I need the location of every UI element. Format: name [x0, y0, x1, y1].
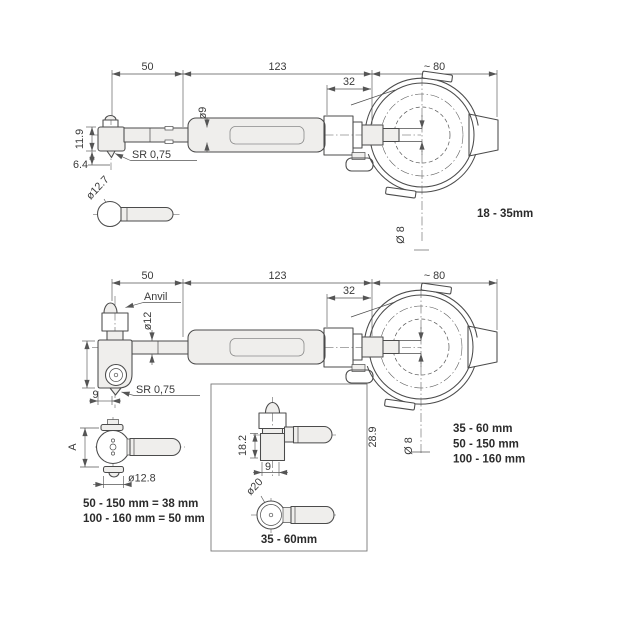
dial-lug-line-top	[350, 89, 396, 106]
sr-label-top: SR 0,75	[132, 149, 171, 161]
gauge-18-35-side-view: 50 123 ~ 80 32	[73, 61, 533, 251]
sr-label-bottom: SR 0,75	[136, 384, 175, 396]
bottom-dimension-lines: 50 123 ~ 80 32	[111, 270, 498, 337]
dim-80-top: ~ 80	[424, 61, 445, 73]
inset-range-label: 35 - 60mm	[261, 534, 317, 546]
range-label-50-150: 50 - 150 mm	[453, 439, 519, 451]
contact-point-view-bottom: A ø12.8	[67, 417, 185, 488]
stem-bottom	[345, 333, 400, 384]
a-value-2: 100 - 160 mm = 50 mm	[83, 513, 205, 525]
range-label-35-60: 35 - 60 mm	[453, 423, 512, 435]
dim-9-bottom: 9	[92, 389, 98, 401]
stem-top	[345, 121, 400, 172]
measuring-head-18-35	[97, 115, 126, 170]
dim-80-bottom: ~ 80	[424, 270, 445, 282]
dim-A: A	[67, 443, 79, 451]
dim-d8-top: Ø 8	[395, 226, 407, 243]
dim-d12: ø12	[142, 312, 154, 331]
dim-d8-bottom: Ø 8	[403, 437, 415, 454]
gauge-35-160-side-view: 50 123 ~ 80 32	[67, 270, 525, 525]
dim-50-top: 50	[141, 61, 153, 73]
dim-d12-8: ø12.8	[128, 473, 156, 485]
dim-123-top: 123	[268, 61, 286, 73]
dial-lug-line-bottom	[350, 301, 396, 318]
body-tube-bottom	[187, 327, 354, 368]
dim-28-9: 28.9	[367, 426, 379, 447]
anvil-assembly	[101, 302, 129, 341]
head-dims-top: 11.9 6.4 ø9 SR 0,75	[73, 107, 210, 171]
range-label-100-160: 100 - 160 mm	[453, 454, 525, 466]
contact-point-view-top: ø12.7	[84, 174, 180, 228]
body-tube-top	[187, 115, 354, 156]
inset-border	[210, 383, 368, 552]
dim-50-bottom: 50	[141, 270, 153, 282]
a-value-1: 50 - 150 mm = 38 mm	[83, 498, 198, 510]
rod-18-35	[123, 126, 191, 144]
inset-35-60-detail: 18.2 9 ø20 35 - 60mm	[210, 383, 368, 552]
dim-18-2: 18.2	[237, 435, 249, 456]
anvil-label: Anvil	[144, 291, 167, 303]
dim-9-inset: 9	[265, 461, 271, 473]
dim-6-4: 6.4	[73, 159, 88, 171]
rod-35-160	[131, 340, 191, 355]
inset-anvil-head	[258, 402, 333, 462]
head-dims-bottom: Anvil ø12 9 SR 0,75	[82, 291, 200, 405]
top-dimension-lines: 50 123 ~ 80 32	[111, 61, 498, 127]
dim-123-bottom: 123	[268, 270, 286, 282]
dim-d20: ø20	[244, 476, 265, 498]
dim-d9: ø9	[197, 107, 209, 120]
dim-11-9: 11.9	[74, 129, 86, 149]
dim-32-bottom: 32	[343, 285, 355, 297]
measuring-head-35-160	[97, 339, 133, 396]
inset-bottom-view	[251, 498, 336, 533]
dim-d12-7: ø12.7	[84, 174, 112, 202]
dim-32-top: 32	[343, 76, 355, 88]
range-label-18-35: 18 - 35mm	[477, 208, 533, 220]
